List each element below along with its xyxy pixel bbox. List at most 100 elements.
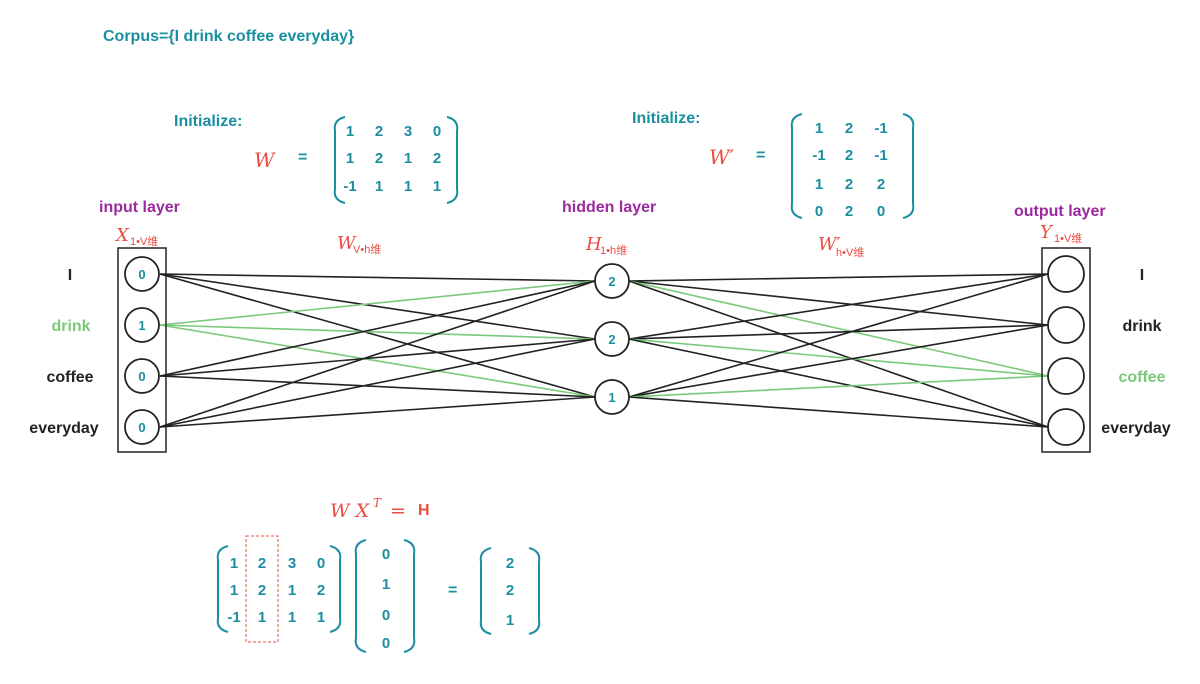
init-w-label: Initialize: (174, 113, 242, 130)
hidden-node-value: 2 (608, 274, 615, 289)
svg-text:T: T (373, 496, 382, 510)
svg-text:1•V维: 1•V维 (1054, 232, 1082, 245)
svg-text:Y: Y (1040, 222, 1054, 243)
eq-vector-cell: 0 (382, 546, 390, 563)
hidden-node (594, 263, 630, 299)
wp-matrix-cell: -1 (874, 147, 887, 164)
eq-result-cell: 1 (506, 612, 514, 629)
w-matrix-cell: -1 (343, 178, 356, 195)
w-matrix-cell: 2 (375, 150, 383, 167)
wp-equals: = (756, 147, 765, 164)
eq-result-cell: 2 (506, 582, 514, 599)
input-node-value: 0 (138, 369, 145, 384)
wp-matrix-cell: 2 (845, 120, 853, 137)
edge-hidden-output (628, 280, 1049, 377)
eq-vector-cell: 1 (382, 576, 390, 593)
edge-input-hidden (159, 280, 596, 428)
svg-text:1•V维: 1•V维 (130, 235, 158, 248)
output-var-label: Y 1•V维 (1040, 222, 1082, 245)
input-node (124, 307, 160, 343)
input-node (124, 358, 160, 394)
input-node-value: 0 (138, 267, 145, 282)
hidden-node (594, 379, 630, 415)
eq-result-right-bracket (528, 547, 541, 635)
highlight-column (245, 535, 279, 643)
edge-hidden-output (628, 280, 1049, 326)
w-matrix-cell: 3 (404, 123, 412, 140)
word-left: everyday (29, 420, 98, 437)
svg-text:H: H (418, 502, 430, 519)
edge-input-hidden (159, 280, 596, 326)
equation-title: W X T = H (330, 496, 430, 522)
edge-hidden-output (628, 273, 1049, 398)
wp-matrix-cell: 2 (877, 176, 885, 193)
hidden-layer-title: hidden layer (562, 199, 656, 216)
eq-matrix-right-bracket (329, 545, 342, 633)
edge-input-hidden (159, 338, 596, 428)
wp-matrix-left-bracket (790, 113, 803, 219)
wp-matrix-cell: 2 (845, 176, 853, 193)
edge-input-hidden (159, 324, 596, 398)
wp-symbol: W′ (709, 145, 735, 169)
w-matrix-right-bracket (446, 116, 459, 204)
svg-text:h•V维: h•V维 (836, 246, 864, 259)
hidden-node (594, 321, 630, 357)
edge-hidden-output (628, 273, 1049, 340)
edge-hidden-output (628, 273, 1049, 282)
w-matrix-cell: 1 (404, 178, 412, 195)
eq-matrix-cell: 2 (317, 582, 325, 599)
wp-matrix-cell: 2 (845, 203, 853, 220)
equation-equals: = (448, 582, 457, 599)
w-matrix-cell: 1 (346, 150, 354, 167)
w-matrix-cell: 1 (433, 178, 441, 195)
svg-text:1•h维: 1•h维 (600, 244, 627, 257)
wp-matrix-cell: 2 (845, 147, 853, 164)
eq-vector-cell: 0 (382, 607, 390, 624)
svg-text:W X: W X (330, 500, 371, 522)
edge-hidden-output (628, 338, 1049, 377)
input-node-value: 1 (138, 318, 145, 333)
wp-weight-label: W′ h•V维 (818, 234, 864, 259)
hidden-node-value: 1 (608, 390, 615, 405)
edge-hidden-output (628, 396, 1049, 428)
edge-hidden-output (628, 324, 1049, 398)
wp-matrix-cell: 0 (877, 203, 885, 220)
eq-matrix-cell: -1 (227, 609, 240, 626)
word-left: I (68, 267, 72, 284)
edge-hidden-output (628, 375, 1049, 398)
input-layer-box (117, 247, 167, 453)
input-node (124, 409, 160, 445)
wp-matrix-cell: 1 (815, 176, 823, 193)
edge-input-hidden (159, 396, 596, 428)
eq-matrix-cell: 1 (230, 582, 238, 599)
edge-input-hidden (159, 375, 596, 398)
w-matrix-cell: 0 (433, 123, 441, 140)
edge-input-hidden (159, 273, 596, 340)
wp-matrix-cell: 0 (815, 203, 823, 220)
wp-matrix-cell: 1 (815, 120, 823, 137)
output-layer-box (1041, 247, 1091, 453)
eq-matrix-cell: 1 (230, 555, 238, 572)
eq-vector-right-bracket (403, 539, 416, 653)
word-right: drink (1122, 318, 1161, 335)
edge-input-hidden (159, 338, 596, 377)
edge-input-hidden (159, 280, 596, 377)
svg-text:W: W (337, 233, 357, 254)
eq-matrix-cell: 0 (317, 555, 325, 572)
word-right: coffee (1118, 369, 1165, 386)
w-matrix-cell: 2 (433, 150, 441, 167)
edge-hidden-output (628, 338, 1049, 428)
output-node (1047, 306, 1085, 344)
output-layer-title: output layer (1014, 203, 1106, 220)
output-node (1047, 408, 1085, 446)
w-matrix-cell: 1 (346, 123, 354, 140)
wp-matrix-right-bracket (902, 113, 915, 219)
eq-matrix-cell: 1 (288, 609, 296, 626)
word-left: coffee (46, 369, 93, 386)
